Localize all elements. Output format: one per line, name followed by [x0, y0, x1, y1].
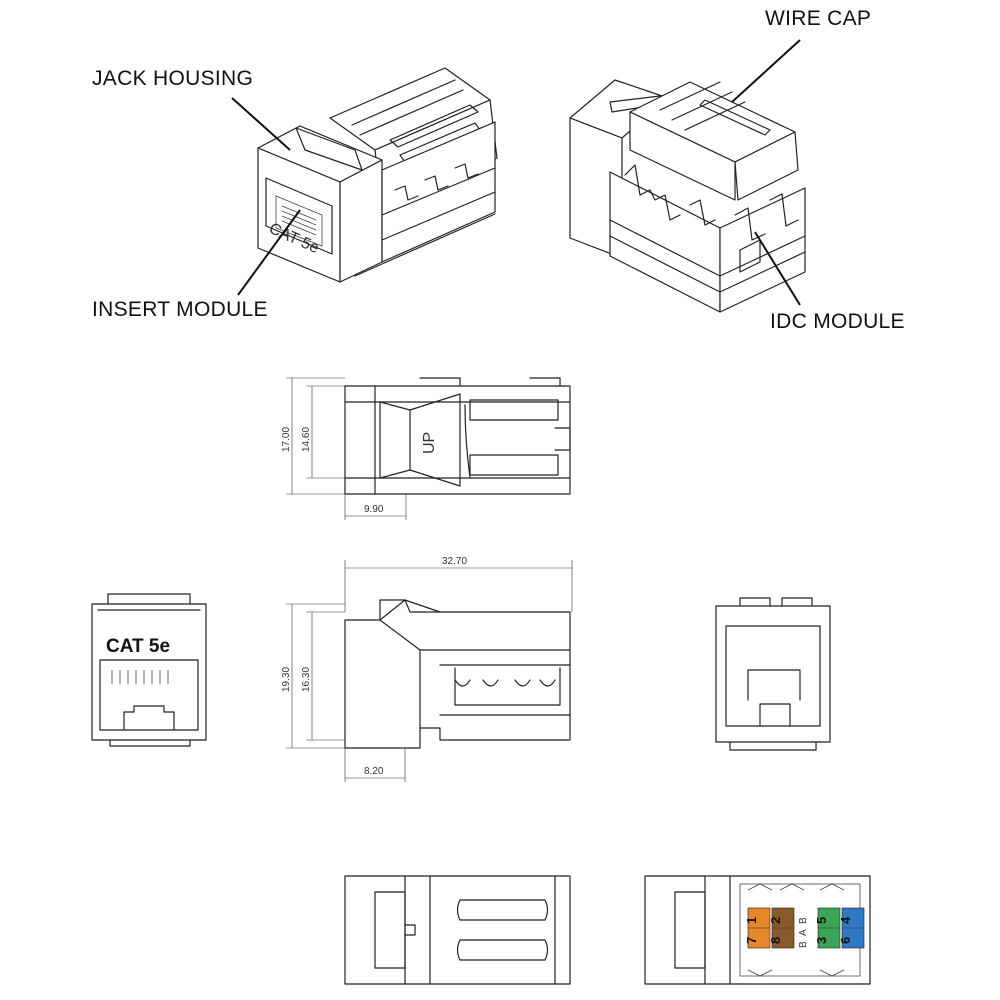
- up-marking: UP: [421, 432, 438, 454]
- dim-side-depth: 8.20: [364, 766, 384, 777]
- wire-label-1: 1: [744, 917, 759, 924]
- side-orthographic-view: [344, 599, 571, 749]
- wire-label-6: 6: [838, 937, 853, 944]
- jack-housing-label: JACK HOUSING: [92, 67, 254, 90]
- bottom-view-cap: [344, 875, 571, 985]
- isometric-rear-view: [569, 79, 806, 313]
- dim-top-height-outer: 17.00: [281, 427, 292, 452]
- front-face-marking: CAT 5e: [106, 636, 170, 657]
- wire-label-2: 2: [768, 917, 783, 924]
- wire-cap-leader: [731, 39, 801, 103]
- wire-label-5: 5: [814, 917, 829, 924]
- wire-label-a: A: [798, 929, 809, 936]
- top-view-dimensions: 17.00 14.60 9.90: [281, 377, 407, 520]
- dim-side-height-inner: 16.30: [301, 667, 312, 692]
- dim-side-height-outer: 19.30: [281, 667, 292, 692]
- wire-label-b-right: B: [798, 941, 809, 948]
- wire-cap-label: WIRE CAP: [765, 7, 872, 30]
- dim-top-height-inner: 14.60: [301, 427, 312, 452]
- dim-overall-length: 32.70: [442, 556, 467, 567]
- top-orthographic-view: UP: [344, 377, 571, 495]
- insert-module-leader: [237, 209, 301, 296]
- front-face-view: CAT 5e: [91, 593, 207, 747]
- wire-label-8: 8: [768, 937, 783, 944]
- idc-module-leader: [754, 231, 801, 306]
- jack-housing-leader: [231, 97, 291, 151]
- wire-label-3: 3: [814, 937, 829, 944]
- bottom-view-wiring: 1 7 2 8 B A B 5 3 4 6: [644, 875, 871, 985]
- rear-face-view: [715, 597, 831, 751]
- side-view-dimensions: 32.70 19.30 16.30 8.20: [281, 556, 573, 782]
- idc-module-label: IDC MODULE: [770, 310, 905, 333]
- insert-module-label: INSERT MODULE: [92, 298, 268, 321]
- wire-label-4: 4: [838, 916, 853, 924]
- wire-label-7: 7: [744, 937, 759, 944]
- dim-top-depth: 9.90: [364, 504, 384, 515]
- isometric-front-view: CAT 5e: [257, 67, 498, 283]
- wire-label-b-left: B: [798, 917, 809, 924]
